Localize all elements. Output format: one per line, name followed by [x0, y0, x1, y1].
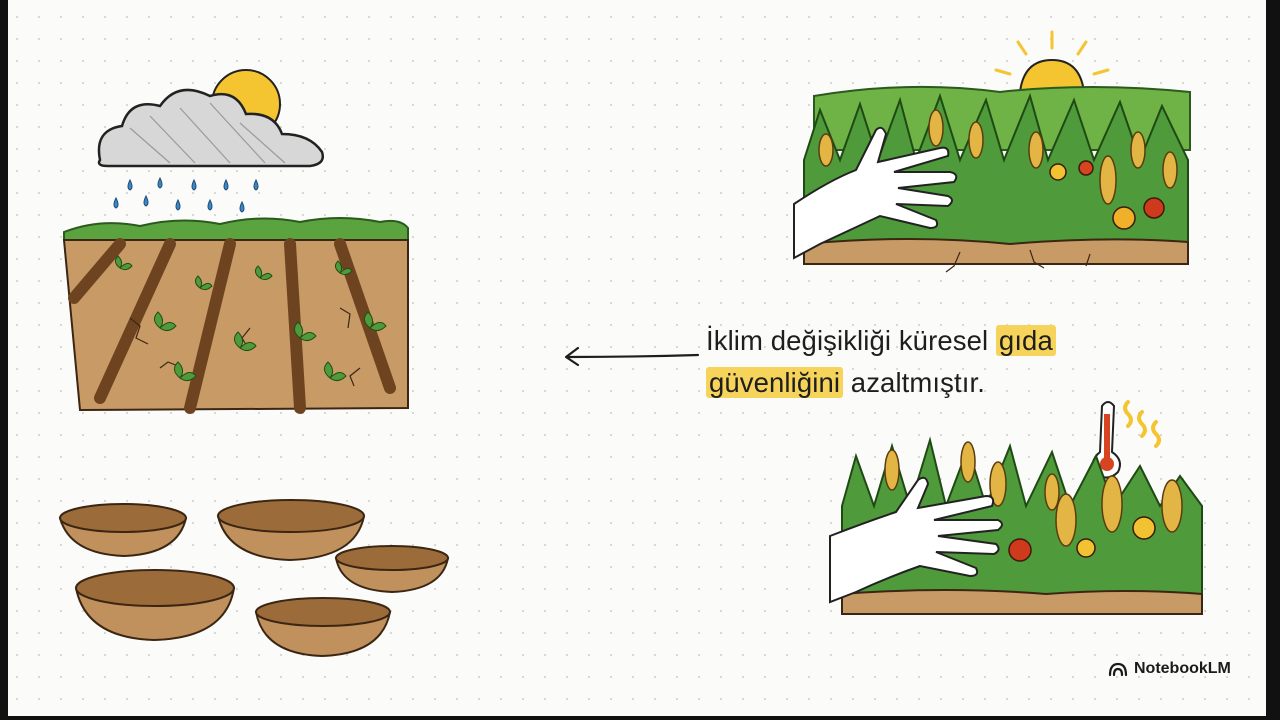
bowl [254, 597, 392, 658]
bowl [74, 569, 236, 642]
caption-text-end: azaltmıştır. [843, 367, 985, 398]
bowl [334, 545, 450, 594]
notebooklm-logo-icon [1108, 662, 1128, 677]
healthy-crops-hand-illustration [793, 30, 1191, 273]
slide-caption: İklim değişikliği küresel gıda güvenliğin… [706, 320, 1126, 404]
caption-highlight-security: güvenliğini [706, 367, 844, 398]
empty-bowls-illustration [58, 499, 450, 658]
frame-edge-right [1266, 0, 1280, 720]
heat-stressed-crops-illustration [829, 400, 1203, 615]
caption-highlight-food: gıda [995, 325, 1056, 356]
bowl [216, 499, 366, 562]
bowl [58, 503, 188, 558]
brand-name: NotebookLM [1134, 660, 1231, 677]
rainy-cracked-field-illustration [62, 69, 409, 414]
frame-edge-bottom [0, 716, 1280, 720]
caption-text-start: İklim değişikliği küresel [706, 325, 996, 356]
frame-edge-left [0, 0, 8, 720]
notebooklm-brand: NotebookLM [1108, 660, 1231, 678]
left-arrow-icon [564, 346, 700, 367]
